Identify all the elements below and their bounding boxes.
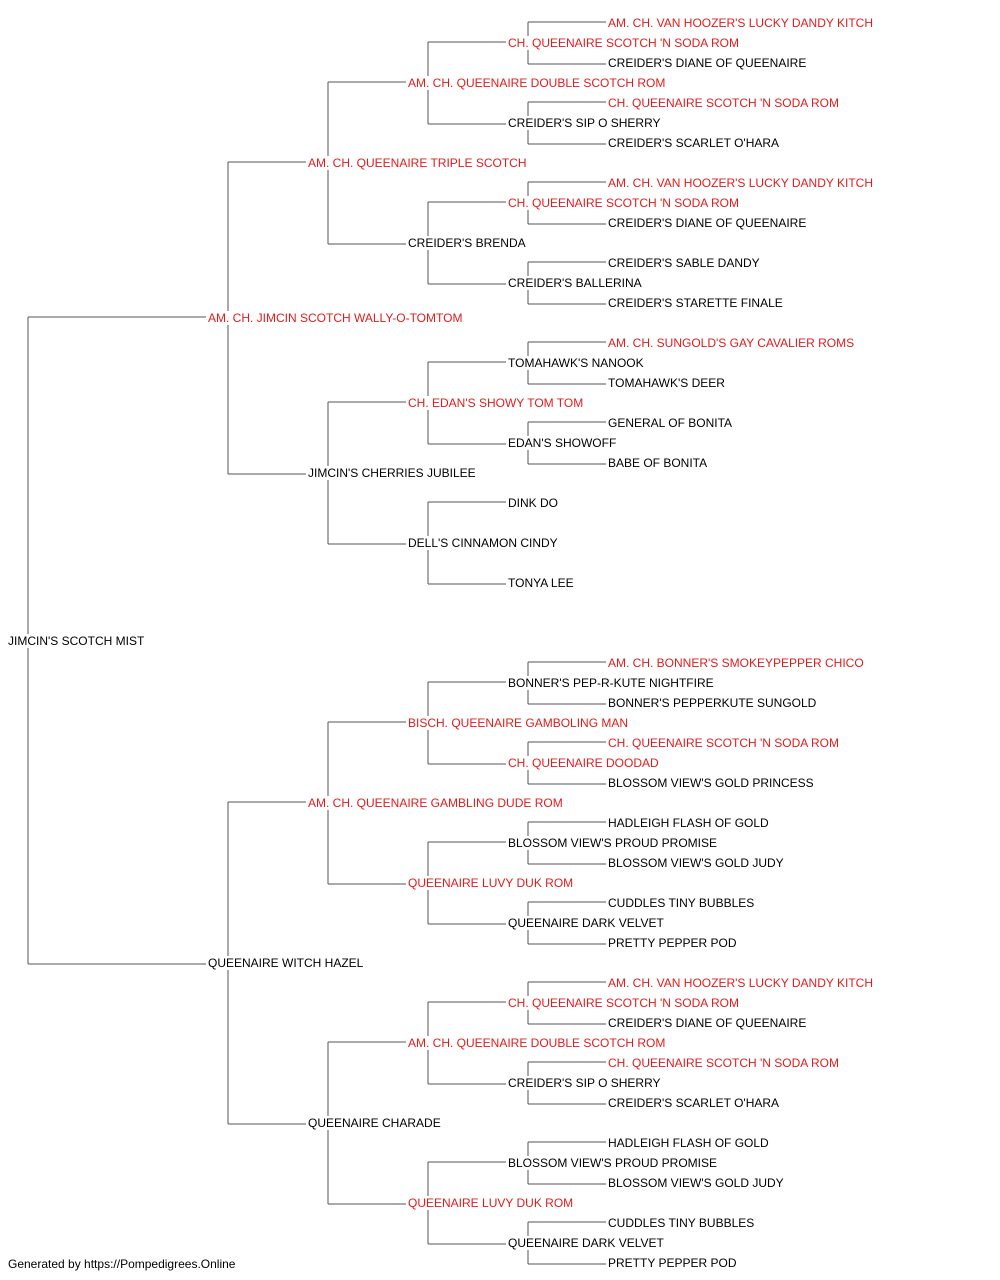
ancestor-name: AM. CH. QUEENAIRE DOUBLE SCOTCH ROM — [408, 1036, 668, 1050]
ancestor-name: AM. CH. QUEENAIRE DOUBLE SCOTCH ROM — [408, 76, 668, 90]
subject-dog-name: JIMCIN'S SCOTCH MIST — [8, 633, 147, 648]
ancestor-name: BLOSSOM VIEW'S GOLD JUDY — [608, 856, 786, 870]
ancestor-name: QUEENAIRE LUVY DUK ROM — [408, 1196, 576, 1210]
ancestor-name: PRETTY PEPPER POD — [608, 1256, 739, 1270]
ancestor-name: BLOSSOM VIEW'S GOLD PRINCESS — [608, 776, 816, 790]
ancestor-name: TOMAHAWK'S NANOOK — [508, 356, 646, 370]
ancestor-name: CREIDER'S SIP O SHERRY — [508, 1076, 663, 1090]
ancestor-name: BLOSSOM VIEW'S PROUD PROMISE — [508, 1156, 719, 1170]
ancestor-name: CREIDER'S BRENDA — [408, 236, 528, 250]
ancestor-name: QUEENAIRE CHARADE — [308, 1116, 443, 1130]
ancestor-name: AM. CH. VAN HOOZER'S LUCKY DANDY KITCH — [608, 176, 876, 190]
ancestor-name: GENERAL OF BONITA — [608, 416, 735, 430]
ancestor-name: AM. CH. BONNER'S SMOKEYPEPPER CHICO — [608, 656, 866, 670]
ancestor-name: TONYA LEE — [508, 576, 576, 590]
ancestor-name: CUDDLES TINY BUBBLES — [608, 1216, 757, 1230]
ancestor-name: HADLEIGH FLASH OF GOLD — [608, 1136, 771, 1150]
ancestor-name: AM. CH. SUNGOLD'S GAY CAVALIER ROMS — [608, 336, 857, 350]
ancestor-name: AM. CH. JIMCIN SCOTCH WALLY-O-TOMTOM — [208, 311, 465, 325]
ancestor-name: CH. QUEENAIRE DOODAD — [508, 756, 661, 770]
ancestor-name: QUEENAIRE WITCH HAZEL — [208, 956, 366, 970]
ancestor-name: CREIDER'S DIANE OF QUEENAIRE — [608, 56, 809, 70]
ancestor-name: TOMAHAWK'S DEER — [608, 376, 727, 390]
ancestor-name: BONNER'S PEPPERKUTE SUNGOLD — [608, 696, 819, 710]
ancestor-name: CH. QUEENAIRE SCOTCH 'N SODA ROM — [608, 736, 841, 750]
ancestor-name: CREIDER'S SCARLET O'HARA — [608, 1096, 782, 1110]
ancestor-name: AM. CH. VAN HOOZER'S LUCKY DANDY KITCH — [608, 16, 876, 30]
ancestor-name: CREIDER'S DIANE OF QUEENAIRE — [608, 216, 809, 230]
ancestor-name: BLOSSOM VIEW'S GOLD JUDY — [608, 1176, 786, 1190]
ancestor-name: AM. CH. QUEENAIRE TRIPLE SCOTCH — [308, 156, 529, 170]
ancestor-name: QUEENAIRE LUVY DUK ROM — [408, 876, 576, 890]
ancestor-name: CH. QUEENAIRE SCOTCH 'N SODA ROM — [608, 1056, 841, 1070]
ancestor-name: CH. QUEENAIRE SCOTCH 'N SODA ROM — [508, 36, 741, 50]
ancestor-name: BONNER'S PEP-R-KUTE NIGHTFIRE — [508, 676, 716, 690]
ancestor-name: CREIDER'S SIP O SHERRY — [508, 116, 663, 130]
ancestor-name: CREIDER'S STARETTE FINALE — [608, 296, 785, 310]
ancestor-name: BISCH. QUEENAIRE GAMBOLING MAN — [408, 716, 631, 730]
ancestor-name: CUDDLES TINY BUBBLES — [608, 896, 757, 910]
ancestor-name: CREIDER'S BALLERINA — [508, 276, 644, 290]
ancestor-name: CH. QUEENAIRE SCOTCH 'N SODA ROM — [508, 196, 741, 210]
ancestor-name: EDAN'S SHOWOFF — [508, 436, 619, 450]
ancestor-name: QUEENAIRE DARK VELVET — [508, 916, 666, 930]
ancestor-name: QUEENAIRE DARK VELVET — [508, 1236, 666, 1250]
ancestor-name: DINK DO — [508, 496, 561, 510]
ancestor-name: AM. CH. QUEENAIRE GAMBLING DUDE ROM — [308, 796, 565, 810]
ancestor-name: CH. EDAN'S SHOWY TOM TOM — [408, 396, 586, 410]
ancestor-name: BABE OF BONITA — [608, 456, 710, 470]
ancestor-name: DELL'S CINNAMON CINDY — [408, 536, 560, 550]
ancestor-name: BLOSSOM VIEW'S PROUD PROMISE — [508, 836, 719, 850]
ancestor-name: CH. QUEENAIRE SCOTCH 'N SODA ROM — [508, 996, 741, 1010]
ancestor-name: CH. QUEENAIRE SCOTCH 'N SODA ROM — [608, 96, 841, 110]
ancestor-name: JIMCIN'S CHERRIES JUBILEE — [308, 466, 478, 480]
ancestor-name: CREIDER'S DIANE OF QUEENAIRE — [608, 1016, 809, 1030]
ancestor-name: PRETTY PEPPER POD — [608, 936, 739, 950]
footer-credit: Generated by https://Pompedigrees.Online — [8, 1257, 236, 1271]
ancestor-name: CREIDER'S SABLE DANDY — [608, 256, 762, 270]
ancestor-name: HADLEIGH FLASH OF GOLD — [608, 816, 771, 830]
ancestor-name: AM. CH. VAN HOOZER'S LUCKY DANDY KITCH — [608, 976, 876, 990]
ancestor-name: CREIDER'S SCARLET O'HARA — [608, 136, 782, 150]
